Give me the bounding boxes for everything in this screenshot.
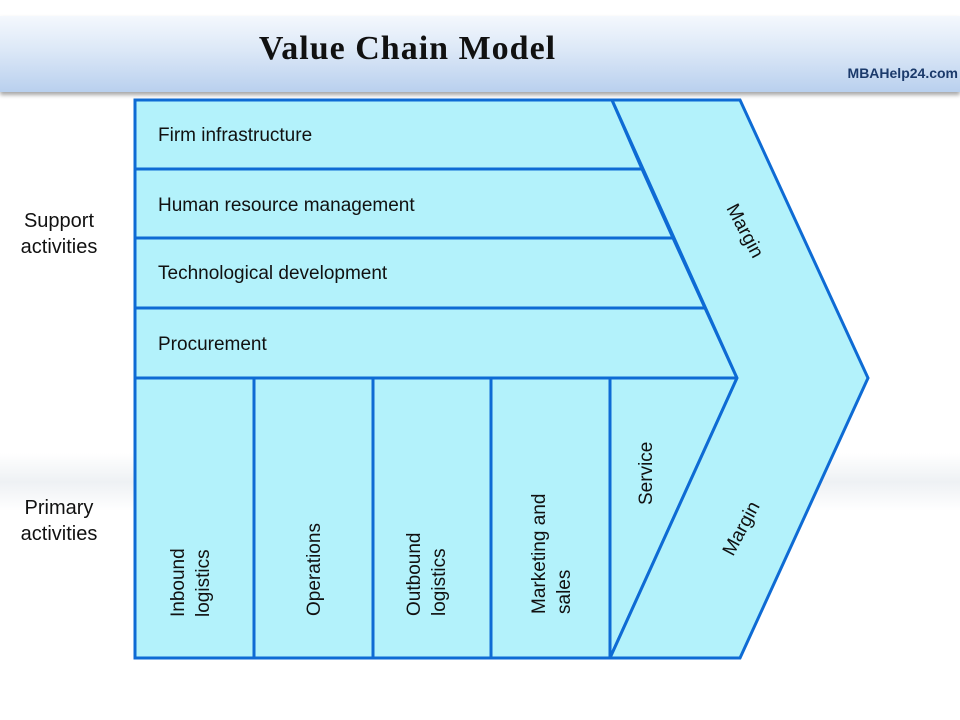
primary-label-operations: Operations (304, 523, 325, 616)
header-bar (0, 16, 960, 92)
svg-text:Operations: Operations (304, 523, 325, 616)
support-label-firm-infrastructure: Firm infrastructure (158, 125, 312, 146)
primary-col-inbound (133, 376, 256, 660)
support-label-human-resource: Human resource management (158, 195, 415, 216)
primary-label-outbound: Outbound logistics (404, 533, 450, 616)
support-label-procurement: Procurement (158, 334, 267, 355)
svg-text:Inbound: Inbound (168, 548, 189, 617)
primary-label-service: Service (636, 442, 657, 505)
primary-col-operations (252, 376, 375, 660)
primary-label-marketing: Marketing and sales (529, 494, 575, 614)
svg-text:sales: sales (554, 570, 575, 614)
primary-col-marketing (489, 376, 612, 660)
support-label-technology: Technological development (158, 263, 388, 284)
svg-text:logistics: logistics (193, 549, 214, 617)
svg-text:logistics: logistics (429, 548, 450, 616)
svg-text:Outbound: Outbound (404, 533, 425, 616)
margin-area (607, 98, 870, 660)
svg-text:Marketing and: Marketing and (529, 494, 550, 614)
primary-col-outbound (371, 376, 493, 660)
page-title: Value Chain Model (258, 30, 557, 67)
primary-label-inbound: Inbound logistics (168, 548, 214, 617)
support-activities-label: Support activities (20, 210, 98, 258)
primary-activities-label: Primary activities (20, 497, 98, 545)
brand-logo-text: MBAHelp24.com (847, 65, 958, 81)
svg-text:Service: Service (636, 442, 657, 505)
